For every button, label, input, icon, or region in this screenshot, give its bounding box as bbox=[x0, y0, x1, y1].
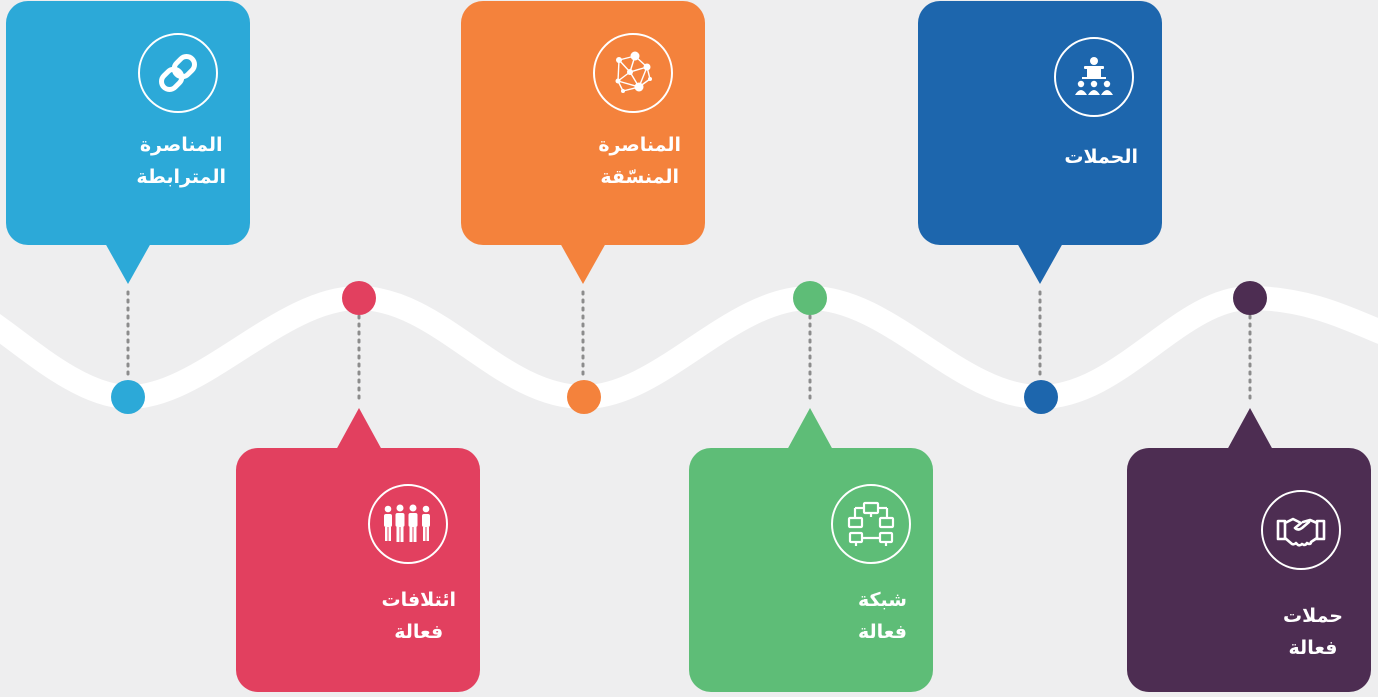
card-label: ائتلافات فعالة bbox=[382, 584, 457, 648]
card-effective-coalitions: ائتلافات فعالة bbox=[236, 448, 480, 692]
card-linked-advocacy: المناصرة المترابطة bbox=[6, 1, 250, 245]
card-effective-campaigns: حملات فعالة bbox=[1127, 448, 1371, 692]
label-line-2: فعالة bbox=[394, 621, 444, 643]
label-line-2: المنسّقة bbox=[600, 166, 679, 188]
pointer-effective-campaigns bbox=[1227, 408, 1273, 450]
card-label: شبكة فعالة bbox=[858, 584, 907, 648]
label-line-1: المناصرة bbox=[598, 134, 681, 156]
label-line-2: فعالة bbox=[1288, 637, 1338, 659]
pointer-linked-advocacy bbox=[105, 243, 151, 284]
marker-effective-campaigns bbox=[1233, 281, 1267, 315]
label-line-1: حملات bbox=[1283, 605, 1343, 627]
handshake-icon bbox=[1261, 490, 1341, 570]
pointer-campaigns bbox=[1017, 243, 1063, 284]
card-label: الحملات bbox=[1064, 141, 1138, 173]
card-coordinated-advocacy: المناصرة المنسّقة bbox=[461, 1, 705, 245]
card-label: المناصرة المنسّقة bbox=[598, 129, 681, 193]
marker-coordinated-advocacy bbox=[567, 380, 601, 414]
card-label: حملات فعالة bbox=[1283, 600, 1343, 664]
label-line-2: المترابطة bbox=[136, 166, 226, 188]
people-group-icon bbox=[368, 484, 448, 564]
presenter-audience-icon bbox=[1054, 37, 1134, 117]
marker-effective-coalitions bbox=[342, 281, 376, 315]
label-line-1: المناصرة bbox=[139, 134, 223, 156]
computer-network-icon bbox=[831, 484, 911, 564]
card-label: المناصرة المترابطة bbox=[136, 129, 226, 193]
link-chain-icon bbox=[138, 33, 218, 113]
pointer-effective-coalitions bbox=[336, 408, 382, 450]
label-line-1: شبكة bbox=[857, 589, 907, 611]
label-line-1: الحملات bbox=[1064, 146, 1138, 168]
timeline-wave bbox=[0, 285, 1378, 410]
card-effective-network: شبكة فعالة bbox=[689, 448, 933, 692]
marker-campaigns bbox=[1024, 380, 1058, 414]
card-campaigns: الحملات bbox=[918, 1, 1162, 245]
marker-effective-network bbox=[793, 281, 827, 315]
label-line-1: ائتلافات bbox=[381, 589, 457, 611]
marker-linked-advocacy bbox=[111, 380, 145, 414]
pointer-effective-network bbox=[787, 408, 833, 450]
network-nodes-icon bbox=[593, 33, 673, 113]
label-line-2: فعالة bbox=[858, 621, 907, 643]
pointer-coordinated-advocacy bbox=[560, 243, 606, 284]
